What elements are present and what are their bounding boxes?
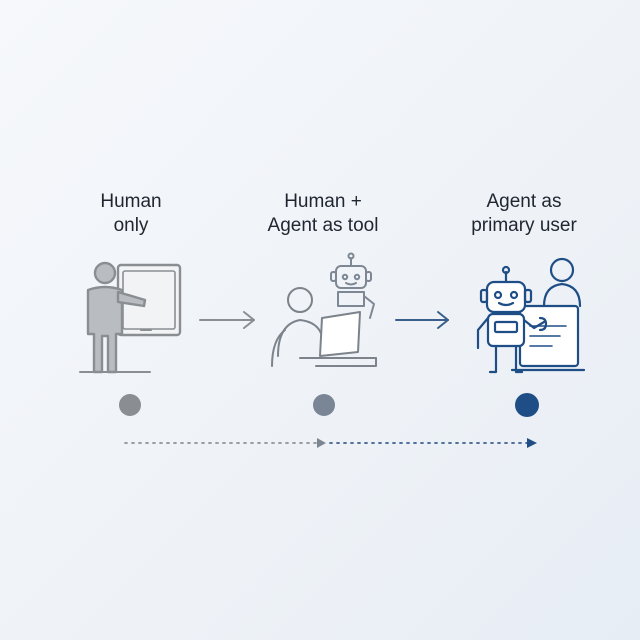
robot-with-human-icon [476, 257, 586, 374]
arrow-icon [395, 311, 449, 329]
stage-label-line: Human + [284, 191, 362, 212]
stage-label-line: only [113, 215, 149, 236]
timeline-node-1 [119, 394, 141, 416]
stage-label-line: primary user [471, 215, 577, 236]
presenter-icon [79, 261, 182, 374]
human-with-robot-icon [271, 252, 377, 367]
robot-icon [330, 252, 375, 319]
arrow-icon [199, 311, 255, 329]
human-icon [542, 257, 582, 308]
timeline-node-3 [515, 393, 539, 417]
dotted-progress-arrow [124, 438, 537, 448]
stage-label-line: Agent as tool [267, 215, 379, 236]
stage-label-agent-primary: Agent as primary user [424, 190, 624, 238]
stage-label-line: Human [100, 191, 162, 212]
timeline-node-2 [313, 394, 335, 416]
robot-icon [476, 265, 548, 374]
stage-label-line: Agent as [486, 191, 562, 212]
stage-label-human-plus-agent: Human + Agent as tool [223, 190, 423, 238]
stage-label-human-only: Human only [31, 190, 231, 238]
